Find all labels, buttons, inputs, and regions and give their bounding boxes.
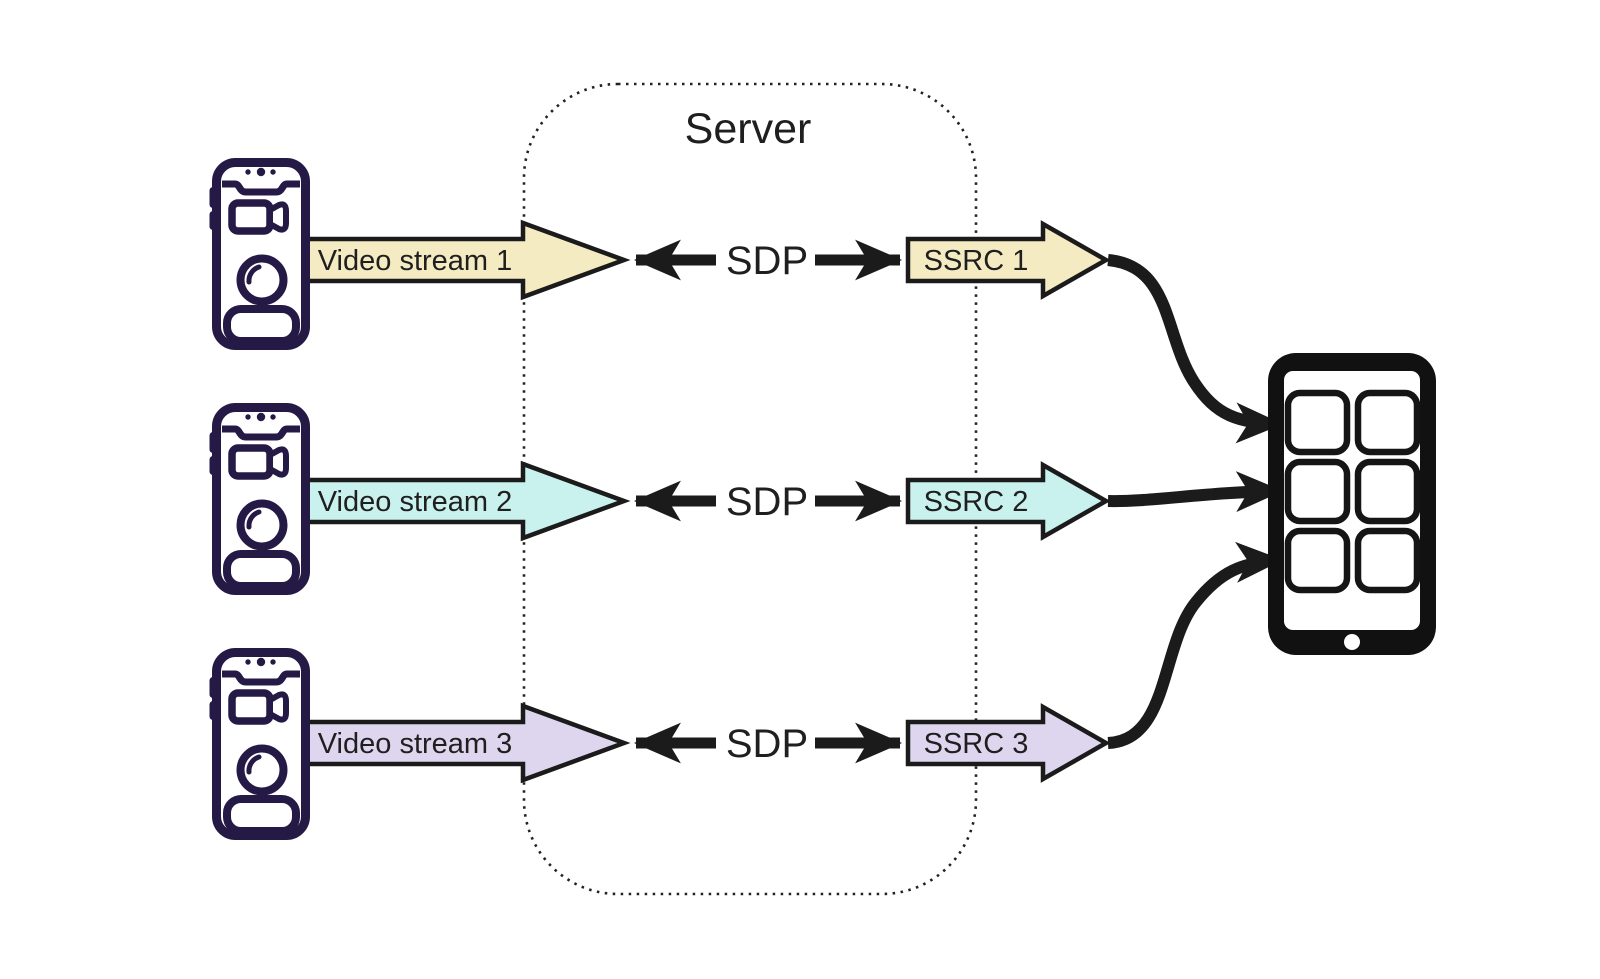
video-stream-2-arrow [303,460,631,542]
connector-ssrc1-to-tablet [1107,254,1284,444]
sender-phone-icon-2 [210,408,306,591]
ssrc-1-label: SSRC 1 [924,245,1029,277]
tablet-tile-2 [1354,389,1421,456]
connector-ssrc3-to-tablet [1107,541,1284,749]
video-stream-2-label: Video stream 2 [318,486,513,518]
stream-row-1: Video stream 1 SDP SSRC 1 [303,219,1284,444]
sender-phone-icon-1 [210,163,306,346]
sdp-label-2: SDP [726,480,808,524]
video-stream-3-label: Video stream 3 [318,728,513,760]
tablet-tile-1 [1284,389,1351,456]
connector-ssrc2-to-tablet [1107,471,1284,513]
sdp-label-3: SDP [726,722,808,766]
video-stream-1-label: Video stream 1 [318,245,513,277]
ssrc-3-label: SSRC 3 [924,728,1029,760]
server-label: Server [685,105,812,153]
tablet-tile-6 [1354,527,1421,594]
sdp-label-1: SDP [726,239,808,283]
tablet-tile-3 [1284,458,1351,525]
ssrc-1-arrow [905,220,1111,300]
video-stream-3-arrow [303,702,631,784]
receiver-tablet-icon [1268,353,1436,655]
stream-row-2: Video stream 2 SDP SSRC 2 [303,460,1284,542]
sender-phone-icon-3 [210,653,306,836]
tablet-tile-5 [1284,527,1351,594]
tablet-tile-4 [1354,458,1421,525]
tablet-home-button [1344,634,1360,650]
ssrc-2-label: SSRC 2 [924,486,1029,518]
ssrc-3-arrow [905,703,1111,783]
video-stream-1-arrow [303,219,631,301]
ssrc-2-arrow [905,461,1111,541]
stream-row-3: Video stream 3 SDP SSRC 3 [303,541,1284,784]
